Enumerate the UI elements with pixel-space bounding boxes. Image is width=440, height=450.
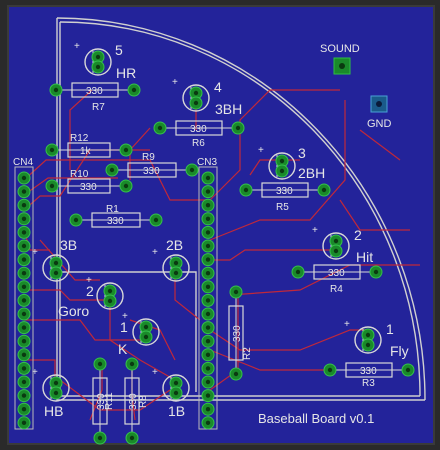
polarity-mark: +: [74, 41, 80, 52]
resistor-ref: R12: [70, 133, 89, 144]
led-label: 1: [120, 319, 128, 335]
board-title: Baseball Board v0.1: [258, 411, 374, 426]
polarity-mark: +: [312, 225, 318, 236]
gnd-label: GND: [367, 118, 392, 130]
polarity-mark: +: [344, 319, 350, 330]
resistor-value: 330: [128, 393, 139, 410]
resistor-ref: R10: [70, 169, 89, 180]
led-label: 1: [386, 321, 394, 337]
led-2b[interactable]: +2B: [152, 237, 190, 282]
connector-layer: CN4 CN3: [13, 157, 218, 430]
led-label: 4: [214, 79, 222, 95]
resistor-value: 330: [360, 366, 377, 377]
connector-cn3[interactable]: CN3: [197, 157, 218, 430]
polarity-mark: +: [32, 367, 38, 378]
led-function-label: 2BH: [298, 165, 325, 181]
board-outline: [56, 17, 426, 401]
resistor-ref: R7: [92, 102, 105, 113]
polarity-mark: +: [258, 145, 264, 156]
connector-label: CN3: [197, 157, 217, 168]
resistor-value: 330: [80, 182, 97, 193]
polarity-mark: +: [152, 247, 158, 258]
resistor-ref: R9: [142, 152, 155, 163]
resistor-value: 330: [232, 325, 243, 342]
led-2bh[interactable]: +3 2BH: [258, 145, 325, 181]
polarity-mark: +: [32, 247, 38, 258]
resistor-value: 330: [143, 166, 160, 177]
connector-cn4[interactable]: CN4: [13, 157, 34, 430]
polarity-mark: +: [86, 275, 92, 286]
sound-pad[interactable]: [333, 57, 351, 75]
led-label: 2: [354, 227, 362, 243]
led-hb[interactable]: + HB: [32, 367, 70, 419]
led-function-label: 1B: [168, 403, 185, 419]
led-3b[interactable]: +3B: [32, 237, 77, 282]
polarity-mark: +: [172, 77, 178, 88]
sound-label: SOUND: [320, 43, 360, 55]
led-1b[interactable]: +1B: [152, 367, 190, 419]
gnd-pad[interactable]: [370, 95, 388, 113]
led-function-label: Goro: [58, 303, 89, 319]
resistor-ref: R5: [276, 202, 289, 213]
polarity-mark: +: [152, 367, 158, 378]
resistor-ref: R8: [138, 395, 149, 408]
led-function-label: Fly: [390, 343, 409, 359]
led-hr[interactable]: +5HR: [74, 41, 136, 81]
led-label: 3: [298, 145, 306, 161]
led-3bh[interactable]: +4 3BH: [172, 77, 242, 117]
led-function-label: K: [118, 341, 128, 357]
led-k[interactable]: +1K: [118, 311, 160, 357]
led-function-label: 3BH: [215, 101, 242, 117]
polarity-mark: +: [122, 311, 128, 322]
resistor-value: 330: [96, 393, 107, 410]
resistor-value: 1k: [80, 146, 92, 157]
led-function-label: Hit: [356, 249, 373, 265]
resistor-ref: R4: [330, 284, 343, 295]
led-label: 5: [115, 42, 123, 58]
resistor-value: 330: [190, 124, 207, 135]
led-function-label: HR: [116, 65, 136, 81]
resistor-ref: R11: [104, 392, 115, 410]
led-layer: +5HR+43BH+32BH+2Hit+1Fly+3B+2B+2Goro+1K+…: [32, 41, 409, 419]
resistor-value: 330: [328, 268, 345, 279]
connector-label: CN4: [13, 157, 33, 168]
resistor-ref: R2: [242, 347, 253, 360]
led-label: 2B: [166, 237, 183, 253]
led-label: 2: [86, 283, 94, 299]
led-function-label: HB: [44, 403, 63, 419]
resistor-value: 330: [276, 186, 293, 197]
resistor-ref: R3: [362, 378, 375, 389]
resistor-ref: R6: [192, 138, 205, 149]
led-label: 3B: [60, 237, 77, 253]
resistor-value: 330: [107, 216, 124, 227]
resistor-ref: R1: [106, 204, 119, 215]
resistor-value: 330: [86, 86, 103, 97]
